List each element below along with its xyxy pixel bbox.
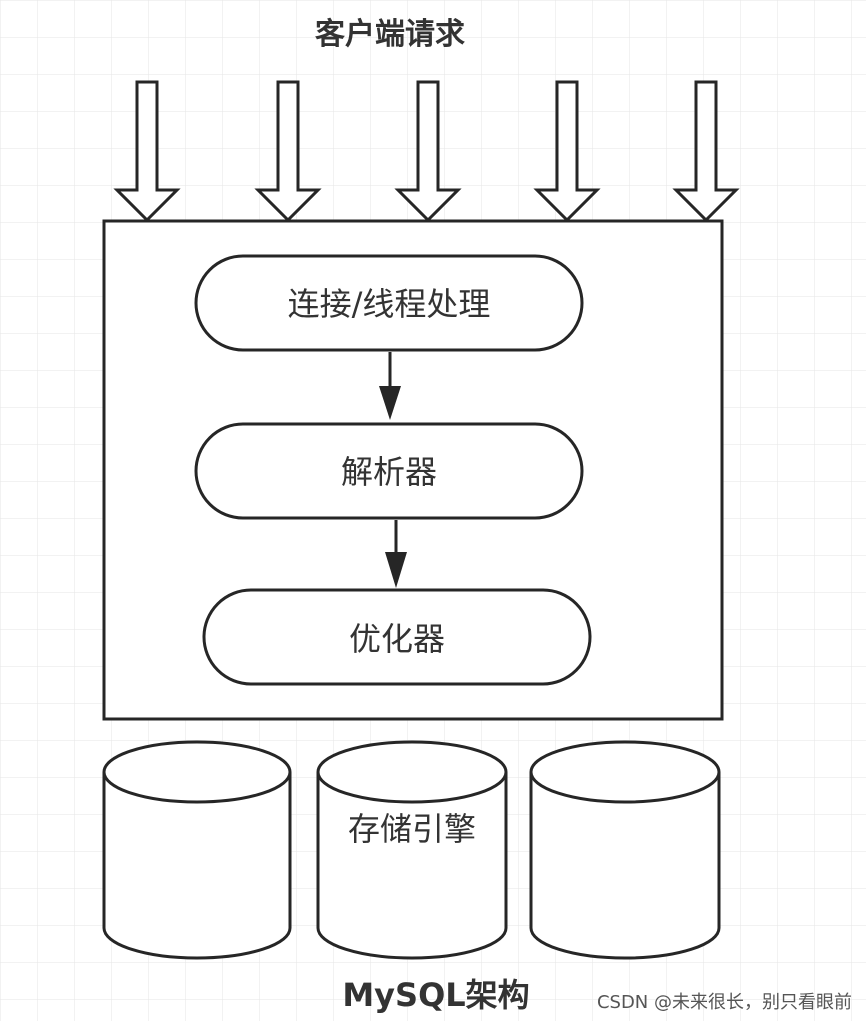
layer-parser-label: 解析器	[341, 453, 437, 491]
client-request-arrows	[113, 80, 740, 223]
diagram-title: 客户端请求	[315, 17, 465, 52]
client-arrow-3	[394, 80, 462, 223]
footer-title: MySQL架构	[342, 976, 529, 1014]
flow-arrow-1	[379, 352, 401, 420]
flow-arrow-2	[385, 520, 407, 588]
storage-cylinder-3	[529, 740, 721, 960]
client-arrow-2	[254, 80, 322, 223]
layer-parser: 解析器	[194, 422, 584, 520]
layer-optimizer-label: 优化器	[349, 620, 445, 658]
layer-optimizer: 优化器	[202, 588, 592, 686]
client-arrow-4	[533, 80, 601, 223]
storage-engine-label: 存储引擎	[348, 810, 476, 848]
layer-connection-thread-box	[194, 254, 584, 352]
storage-cylinder-1	[102, 740, 292, 960]
layer-parser-box	[194, 422, 584, 520]
watermark: CSDN @未来很长，别只看眼前	[597, 992, 852, 1013]
layer-connection-thread: 连接/线程处理	[194, 254, 584, 352]
storage-engines: 存储引擎	[102, 740, 721, 960]
client-arrow-1	[113, 80, 181, 223]
storage-cylinder-2: 存储引擎	[316, 740, 508, 960]
layer-optimizer-box	[202, 588, 592, 686]
client-arrow-5	[672, 80, 740, 223]
layer-connection-thread-label: 连接/线程处理	[288, 285, 491, 323]
